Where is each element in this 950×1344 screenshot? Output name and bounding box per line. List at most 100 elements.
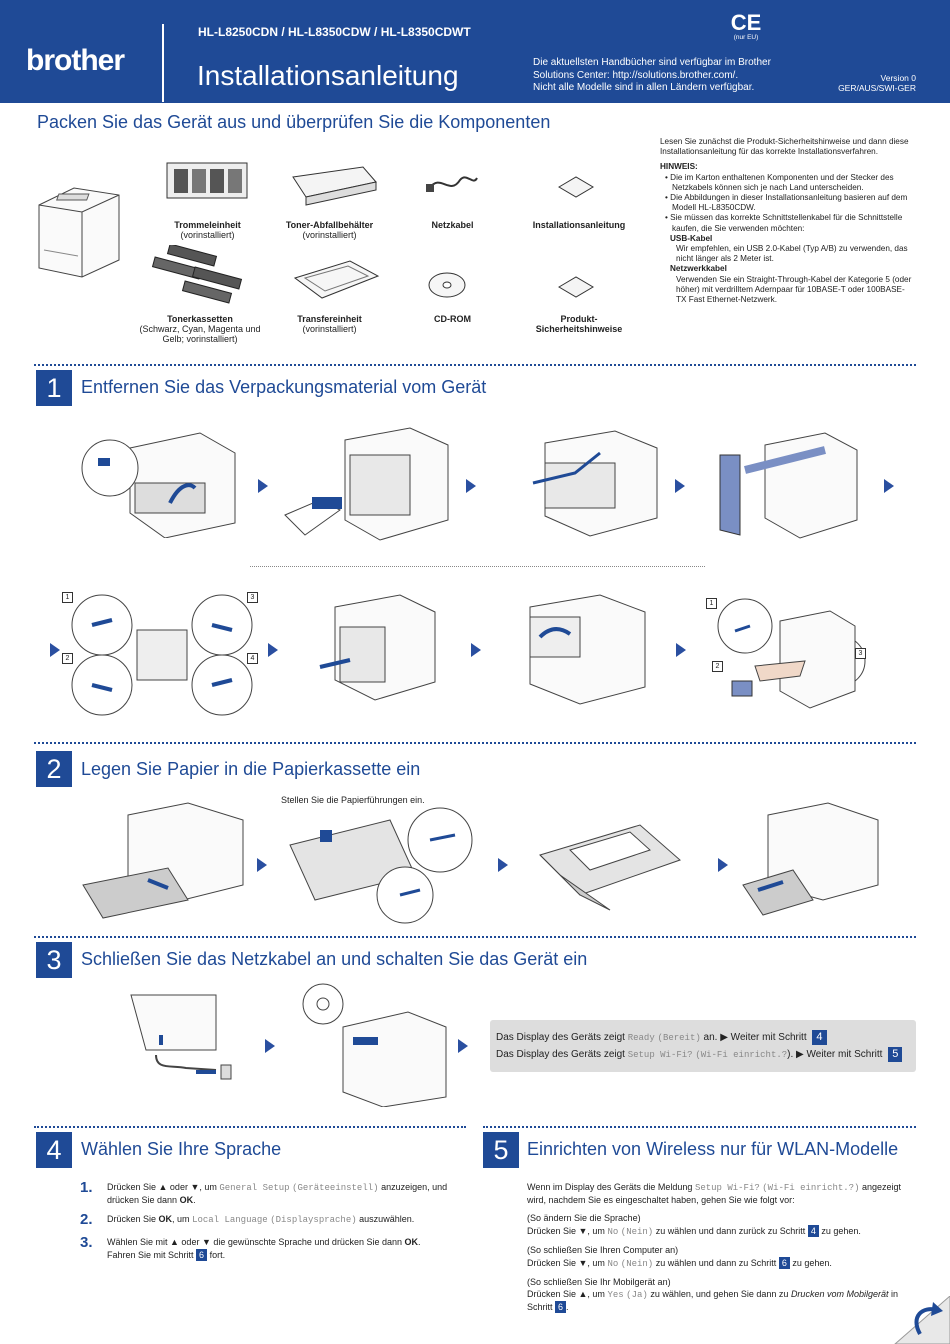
- component-label: Tonerkassetten (Schwarz, Cyan, Magenta u…: [135, 314, 265, 344]
- page-turn-icon[interactable]: [875, 1296, 950, 1344]
- flow-arrow: [471, 643, 481, 657]
- step1-illustration-2: [284, 427, 449, 541]
- flow-arrow: [498, 858, 508, 872]
- note-text: Die Abbildungen in dieser Installationsa…: [670, 193, 908, 203]
- note-subheading: USB-Kabel: [670, 233, 713, 243]
- step2-illustration-3: [539, 824, 681, 911]
- component-label: CD-ROM: [400, 314, 505, 324]
- flow-arrow: [458, 1039, 468, 1053]
- step2-hint: Stellen Sie die Papierführungen ein.: [281, 795, 425, 805]
- step-title: Wählen Sie Ihre Sprache: [81, 1139, 282, 1159]
- step-link-badge[interactable]: 6: [555, 1301, 567, 1313]
- safety-guide-illustration: [558, 276, 594, 298]
- component-name: Tonerkassetten: [167, 314, 233, 324]
- component-sub: Sicherheitshinweise: [535, 324, 623, 334]
- item-text: zu wählen, und gehen Sie dann zu: [650, 1288, 789, 1299]
- lcd-text: Ja: [631, 1289, 643, 1300]
- step2-illustration-2: [289, 807, 473, 924]
- unpack-title: Packen Sie das Gerät aus und überprüfen …: [37, 112, 551, 132]
- header-info-line: Nicht alle Modelle sind in allen Ländern…: [533, 82, 755, 93]
- item-text: zu wählen und dann zurück zu Schritt: [655, 1225, 806, 1236]
- key-label: OK: [404, 1237, 419, 1247]
- key-label: OK: [179, 1194, 194, 1205]
- printer-illustration: [38, 187, 120, 278]
- item-text: zu gehen.: [792, 1257, 832, 1268]
- step4-item: Drücken Sie OK, um Local Language (Displ…: [107, 1214, 415, 1225]
- item-text: .: [193, 1194, 196, 1205]
- item-number: 2.: [80, 1211, 93, 1228]
- step5-intro: Wenn im Display des Geräts die Meldung S…: [527, 1182, 902, 1205]
- item-text: Wenn im Display des Geräts die Meldung: [527, 1182, 693, 1192]
- note-text: Lesen Sie zunächst die Produkt-Sicherhei…: [660, 137, 909, 146]
- lcd-text: Geräteeinstell: [297, 1183, 374, 1193]
- step1-illustration-4: [719, 432, 858, 539]
- lcd-text: Wi-Fi einricht.?: [767, 1183, 855, 1193]
- component-label: Toner-Abfallbehälter (vorinstalliert): [272, 220, 387, 240]
- flow-arrow: [676, 643, 686, 657]
- note-text: TX Fast Ethernet-Netzwerk.: [676, 295, 778, 305]
- step5-option: (So schließen Sie Ihren Computer an) Drü…: [527, 1245, 832, 1269]
- cd-rom-illustration: [428, 272, 466, 298]
- flow-arrow: [265, 1039, 275, 1053]
- component-sub: (vorinstalliert): [180, 230, 235, 240]
- step-title: Einrichten von Wireless nur für WLAN-Mod…: [527, 1139, 899, 1159]
- component-name: Toner-Abfallbehälter: [285, 220, 374, 230]
- item-text: Fahren Sie mit Schritt: [107, 1249, 194, 1260]
- item-text: auszuwählen.: [359, 1214, 415, 1224]
- flow-arrow: [50, 643, 60, 657]
- step-number: 2: [36, 751, 72, 787]
- component-name: Transfereinheit: [297, 314, 362, 324]
- item-text: zu gehen.: [821, 1225, 861, 1236]
- lcd-text: Wi-Fi einricht.?: [700, 1050, 788, 1060]
- power-cord-illustration: [426, 176, 478, 192]
- page-title: Installationsanleitung: [197, 60, 459, 91]
- lcd-text: Bereit: [662, 1033, 696, 1043]
- header-info-line: Solutions Center: http://solutions.broth…: [533, 69, 739, 81]
- item-text: Schritt: [527, 1302, 553, 1312]
- brand-logo: brother: [26, 44, 125, 77]
- section-divider: [34, 364, 916, 366]
- lcd-text: Ready: [627, 1033, 655, 1043]
- step-link-badge[interactable]: 6: [196, 1248, 208, 1261]
- note-text: nicht länger als 2 Meter ist.: [676, 254, 774, 264]
- display-status-box: Das Display des Geräts zeigt Ready (Bere…: [490, 1020, 916, 1072]
- section-divider: [34, 936, 916, 938]
- step-link-badge[interactable]: 4: [812, 1030, 827, 1045]
- item-text: Drücken Sie: [107, 1214, 157, 1224]
- header-info-line: Die aktuellsten Handbücher sind verfügba…: [533, 57, 771, 68]
- component-label: Trommeleinheit (vorinstalliert): [150, 220, 265, 240]
- lcd-text: No: [607, 1258, 619, 1269]
- component-sub: (Schwarz, Cyan, Magenta und: [139, 324, 261, 334]
- step-link-badge[interactable]: 4: [807, 1224, 819, 1237]
- step4-item: Wählen Sie mit ▲ oder ▼ die gewünschte S…: [107, 1237, 457, 1261]
- component-sub: (vorinstalliert): [302, 324, 357, 334]
- step-number: 1: [36, 370, 72, 406]
- component-sub: Gelb; vorinstalliert): [162, 334, 238, 344]
- step1-illustration-1: [81, 432, 236, 538]
- lcd-text: Local Language: [192, 1215, 268, 1225]
- option-heading: (So schließen Sie Ihren Computer an): [527, 1245, 679, 1255]
- item-text: anzuzeigen, und: [381, 1182, 448, 1192]
- status-text: an. ▶ Weiter mit Schritt: [703, 1032, 807, 1043]
- lcd-text: Nein: [626, 1258, 648, 1269]
- step4-item: Drücken Sie ▲ oder ▼, um General Setup (…: [107, 1182, 448, 1205]
- option-heading: (So schließen Sie Ihr Mobilgerät an): [527, 1277, 671, 1287]
- component-sub: (vorinstalliert): [302, 230, 357, 240]
- flow-arrow: [257, 858, 267, 872]
- note-text: Die im Karton enthaltenen Komponenten un…: [670, 172, 894, 182]
- flow-arrow: [466, 479, 476, 493]
- step1-illustration-6: [319, 594, 436, 701]
- step-link-badge[interactable]: 5: [888, 1047, 903, 1062]
- item-number: 1.: [80, 1179, 93, 1196]
- display-status-line: Das Display des Geräts zeigt Ready (Bere…: [496, 1030, 827, 1045]
- component-label: Produkt- Sicherheitshinweise: [524, 314, 634, 334]
- callout-number: 2: [712, 661, 723, 672]
- ce-mark: CE: [730, 10, 762, 35]
- step-link-badge[interactable]: 6: [778, 1256, 790, 1269]
- note-text: Netzkabels können sich je nach Land unte…: [672, 182, 864, 192]
- status-text: Das Display des Geräts zeigt: [496, 1049, 625, 1060]
- ce-note: (nur EU): [733, 34, 759, 41]
- callout-number: 4: [247, 653, 258, 664]
- version-label: Version 0: [880, 73, 916, 83]
- transfer-unit-illustration: [293, 260, 380, 299]
